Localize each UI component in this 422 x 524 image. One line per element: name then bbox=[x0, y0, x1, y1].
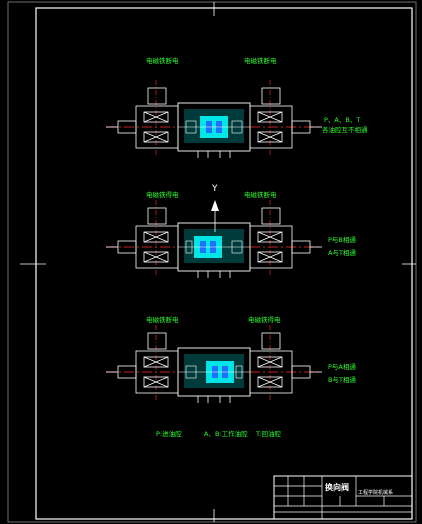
view-1-right-label: 电磁铁断电 bbox=[244, 56, 277, 65]
view-1-side-line-1: P、A、B、T bbox=[324, 116, 360, 124]
view-1-left-label: 电磁铁断电 bbox=[146, 56, 179, 65]
view-2-side-line-1: P与B相通 bbox=[328, 235, 356, 244]
legend-1: P:进油腔 bbox=[156, 429, 182, 438]
view-3-right-label: 电磁铁得电 bbox=[248, 315, 281, 324]
view-2-right-label: 电磁铁断电 bbox=[244, 190, 277, 199]
drawing-border bbox=[35, 7, 413, 520]
legend-2: A、B:工作油腔 bbox=[204, 429, 248, 438]
right-solenoid bbox=[249, 87, 322, 149]
title-block bbox=[273, 475, 413, 520]
right-solenoid bbox=[249, 332, 322, 394]
left-solenoid bbox=[106, 207, 179, 269]
outer-frame bbox=[7, 1, 417, 523]
valve-view-2: 电磁铁得电 电磁铁断电 bbox=[106, 190, 356, 278]
left-solenoid bbox=[106, 332, 179, 394]
centering-marks bbox=[20, 2, 416, 522]
valve-body bbox=[177, 347, 251, 403]
y-axis-label: Y bbox=[211, 184, 218, 194]
y-axis-arrow: Y bbox=[211, 184, 219, 232]
view-3-side-line-1: P与A相通 bbox=[328, 362, 356, 371]
right-solenoid bbox=[249, 207, 322, 269]
view-2-left-label: 电磁铁得电 bbox=[146, 190, 179, 199]
left-solenoid bbox=[106, 87, 179, 149]
view-1-side-line-2: 各油腔互不相通 bbox=[322, 125, 368, 134]
valve-body bbox=[177, 222, 251, 278]
valve-view-3: 电磁铁断电 电磁铁得电 bbox=[106, 315, 356, 403]
title-block-school: 工程学院机械系 bbox=[358, 489, 393, 496]
title-block-drawing-name: 换向阀 bbox=[325, 482, 349, 492]
view-3-left-label: 电磁铁断电 bbox=[146, 315, 179, 324]
view-2-side-line-2: A与T相通 bbox=[328, 248, 356, 257]
valve-body bbox=[177, 102, 251, 158]
view-3-side-line-2: B与T相通 bbox=[328, 375, 356, 384]
valve-view-1: 电磁铁断电 电磁铁断电 bbox=[106, 56, 368, 158]
legend-3: T:回油腔 bbox=[255, 429, 281, 438]
